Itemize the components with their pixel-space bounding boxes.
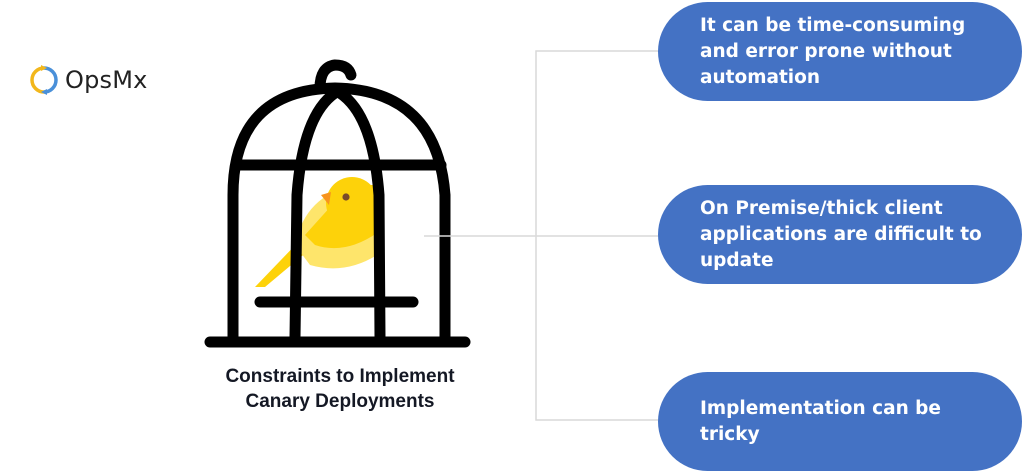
circular-arrows-icon (30, 65, 58, 95)
cage-bars (204, 59, 471, 348)
constraint-3-line-2: tricky (700, 423, 760, 445)
constraint-1-line-3: automation (700, 66, 821, 88)
caption-line-1: Constraints to Implement (225, 366, 455, 387)
bracket-line (535, 50, 660, 421)
constraint-2-line-2: applications are difficult to (700, 223, 982, 245)
birdcage-with-canary-icon (204, 59, 471, 348)
diagram-caption: Constraints to Implement Canary Deployme… (195, 364, 485, 414)
constraint-pill-3: Implementation can be tricky (658, 372, 1022, 471)
constraint-pill-2: On Premise/thick client applications are… (658, 185, 1022, 284)
constraint-3-line-1: Implementation can be (700, 397, 941, 419)
constraint-2-line-1: On Premise/thick client (700, 197, 943, 219)
canary-icon (255, 177, 378, 287)
constraint-2-line-3: update (700, 249, 774, 271)
opsmx-logo: OpsMx (28, 64, 148, 96)
brand-name: OpsMx (65, 66, 148, 94)
constraint-1-line-2: and error prone without (700, 40, 952, 62)
constraint-pill-1: It can be time-consuming and error prone… (658, 2, 1022, 101)
constraint-1-line-1: It can be time-consuming (700, 14, 966, 36)
caption-line-2: Canary Deployments (245, 391, 435, 412)
